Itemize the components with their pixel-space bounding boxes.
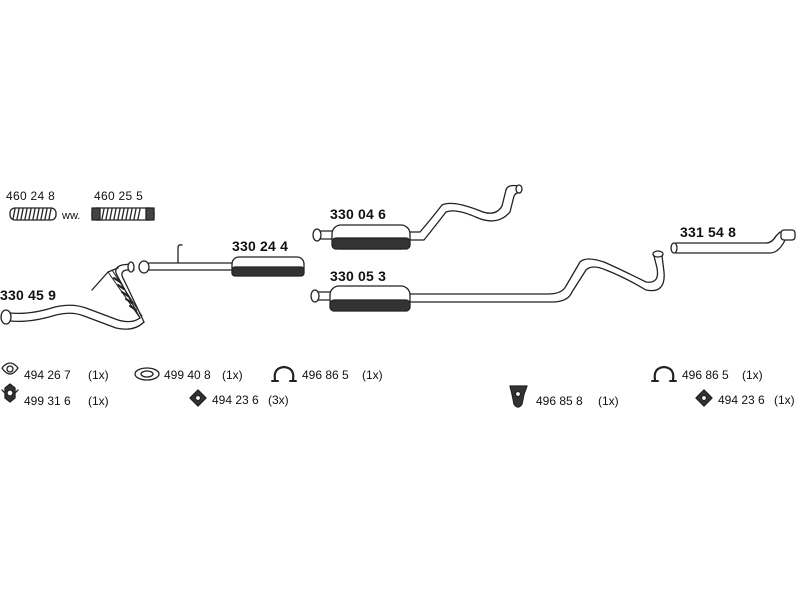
gasket-icon — [1, 362, 19, 375]
flex-pipe-1 — [9, 207, 57, 221]
accessory-qty: (1x) — [88, 368, 109, 382]
accessory-code: 496 86 5 — [302, 368, 349, 382]
front-pipe — [0, 261, 145, 330]
hanger-icon — [651, 365, 677, 382]
accessory-code: 494 23 6 — [718, 393, 765, 407]
accessory-qty: (1x) — [88, 394, 109, 408]
alternative-label: ww. — [62, 210, 81, 222]
center-muffler — [138, 244, 305, 277]
part-label-front-pipe: 330 45 9 — [0, 287, 57, 303]
part-label-flex-2: 460 25 5 — [94, 189, 144, 203]
accessory-code: 496 85 8 — [536, 394, 583, 408]
part-label-center-muffler: 330 24 4 — [232, 238, 289, 254]
tail-pipe — [670, 229, 796, 254]
ring-gasket-icon — [134, 367, 160, 381]
accessory-code: 494 26 7 — [24, 368, 71, 382]
accessory-code: 496 86 5 — [682, 368, 729, 382]
accessory-qty: (1x) — [598, 394, 619, 408]
part-label-rear-muffler-upper: 330 04 6 — [330, 206, 387, 222]
clamp-icon — [695, 389, 713, 407]
bracket-icon — [509, 385, 528, 408]
rear-muffler-upper — [312, 184, 523, 250]
accessory-code: 499 40 8 — [164, 368, 211, 382]
hanger-icon — [271, 365, 297, 382]
accessory-qty: (1x) — [742, 368, 763, 382]
accessory-qty: (1x) — [774, 393, 795, 407]
accessory-code: 499 31 6 — [24, 394, 71, 408]
accessory-qty: (1x) — [362, 368, 383, 382]
part-label-tail-pipe: 331 54 8 — [680, 224, 737, 240]
clamp-icon — [189, 389, 207, 407]
accessory-qty: (1x) — [222, 368, 243, 382]
accessory-qty: (3x) — [268, 393, 289, 407]
rear-muffler-lower — [310, 250, 665, 312]
accessory-code: 494 23 6 — [212, 393, 259, 407]
mount-icon — [1, 383, 19, 403]
part-label-rear-muffler-lower: 330 05 3 — [330, 268, 387, 284]
part-label-flex-1: 460 24 8 — [6, 189, 56, 203]
flex-pipe-2 — [91, 207, 155, 221]
